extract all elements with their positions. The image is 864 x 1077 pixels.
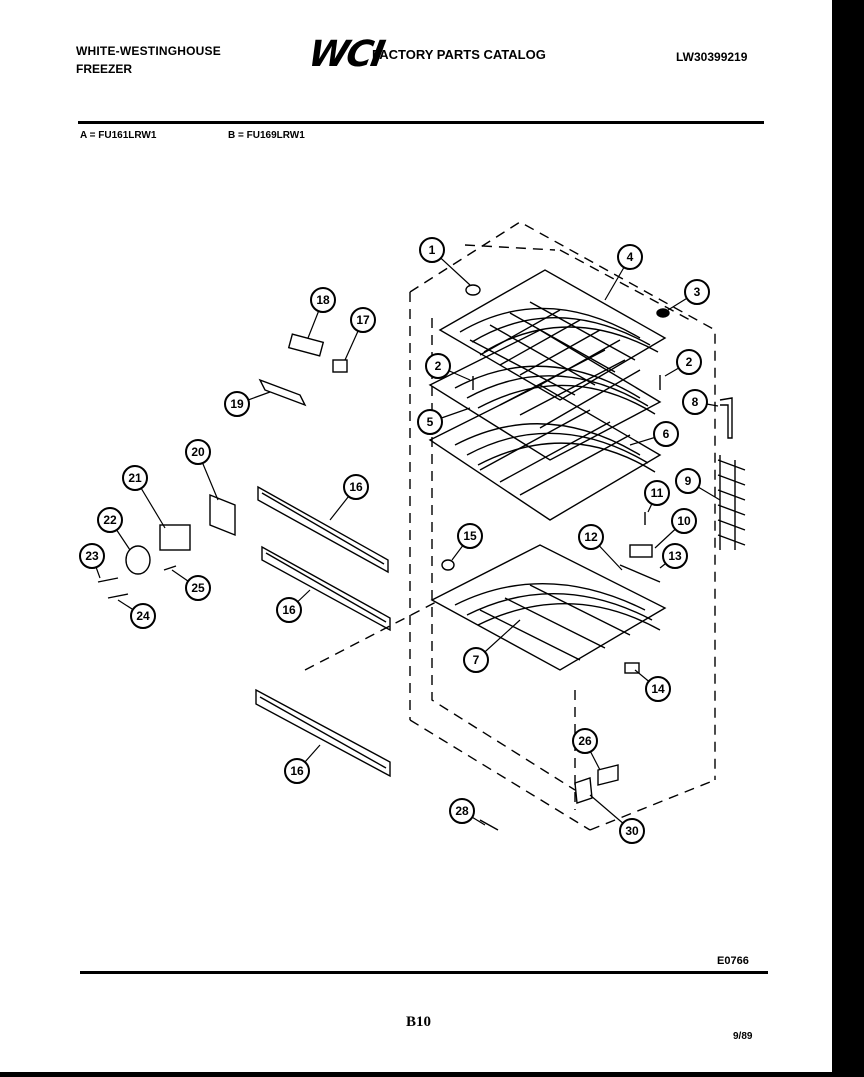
callout-11: 11: [644, 480, 670, 506]
callout-number: 2: [435, 359, 442, 373]
callout-number: 16: [290, 764, 304, 778]
callout-28: 28: [449, 798, 475, 824]
model-a-label: A = FU161LRW1: [80, 130, 157, 141]
door-rails-16: [255, 485, 391, 778]
callout-13: 13: [662, 543, 688, 569]
callout-18: 18: [310, 287, 336, 313]
callout-number: 1: [429, 243, 436, 257]
callout-1: 1: [419, 237, 445, 263]
callout-number: 18: [316, 293, 330, 307]
callout-number: 21: [128, 471, 142, 485]
catalog-title: FACTORY PARTS CATALOG: [372, 47, 546, 62]
callout-number: 2: [686, 355, 693, 369]
callout-2b: 2: [676, 349, 702, 375]
shelf-5: [428, 329, 662, 461]
callout-number: 7: [473, 653, 480, 667]
callout-number: 25: [191, 581, 205, 595]
callout-16c: 16: [284, 758, 310, 784]
model-b-label: B = FU169LRW1: [228, 130, 305, 141]
footer-rule: [80, 971, 768, 974]
callout-8: 8: [682, 389, 708, 415]
callout-6: 6: [653, 421, 679, 447]
callout-number: 28: [455, 804, 469, 818]
callout-number: 3: [694, 285, 701, 299]
callout-number: 5: [427, 415, 434, 429]
header-rule: [78, 121, 764, 124]
callout-number: 19: [230, 397, 244, 411]
callout-10: 10: [671, 508, 697, 534]
callout-16a: 16: [343, 474, 369, 500]
callout-number: 10: [677, 514, 691, 528]
callout-number: 11: [651, 486, 664, 500]
callout-number: 30: [625, 824, 639, 838]
shelf-7: [430, 544, 667, 671]
callout-25: 25: [185, 575, 211, 601]
callout-number: 26: [578, 734, 592, 748]
drawing-code: E0766: [717, 955, 749, 967]
callout-23: 23: [79, 543, 105, 569]
callout-21: 21: [122, 465, 148, 491]
callout-number: 9: [685, 474, 692, 488]
catalog-part-number: LW30399219: [676, 50, 748, 64]
product-type: FREEZER: [76, 62, 133, 76]
callout-3: 3: [684, 279, 710, 305]
exploded-parts-diagram: 1 2 3 4 2 5 6 8 9 11 10 12 13 15 14 7 16…: [79, 221, 746, 844]
callout-number: 4: [627, 250, 634, 264]
revision-date: 9/89: [733, 1031, 753, 1042]
callout-4: 4: [617, 244, 643, 270]
callout-12: 12: [578, 524, 604, 550]
callout-19: 19: [224, 391, 250, 417]
callout-16b: 16: [276, 597, 302, 623]
upper-shelf-4: [438, 269, 667, 401]
callout-22: 22: [97, 507, 123, 533]
callouts: 1 2 3 4 2 5 6 8 9 11 10 12 13 15 14 7 16…: [79, 237, 710, 844]
callout-7: 7: [463, 647, 489, 673]
callout-number: 24: [136, 609, 150, 623]
callout-30: 30: [619, 818, 645, 844]
callout-24: 24: [130, 603, 156, 629]
catalog-page: WHITE-WESTINGHOUSE FREEZER WCI FACTORY P…: [0, 0, 832, 1072]
callout-5: 5: [417, 409, 443, 435]
cabinet-outline: [304, 221, 716, 831]
callout-number: 13: [668, 549, 682, 563]
callout-number: 23: [85, 549, 99, 563]
callout-2a: 2: [425, 353, 451, 379]
callout-20: 20: [185, 439, 211, 465]
callout-number: 22: [103, 513, 117, 527]
brand-name: WHITE-WESTINGHOUSE: [76, 44, 221, 58]
callout-26: 26: [572, 728, 598, 754]
callout-number: 8: [692, 395, 699, 409]
callout-number: 12: [584, 530, 598, 544]
callout-14: 14: [645, 676, 671, 702]
small-parts: [97, 284, 746, 831]
callout-number: 16: [282, 603, 296, 617]
callout-15: 15: [457, 523, 483, 549]
callout-9: 9: [675, 468, 701, 494]
callout-17: 17: [350, 307, 376, 333]
shelf-6: [428, 384, 662, 521]
page-number: B10: [406, 1014, 432, 1030]
callout-number: 6: [663, 427, 670, 441]
callout-number: 15: [463, 529, 477, 543]
callout-number: 14: [651, 682, 665, 696]
callout-number: 20: [191, 445, 205, 459]
callout-number: 16: [349, 480, 363, 494]
callout-number: 17: [356, 313, 370, 327]
